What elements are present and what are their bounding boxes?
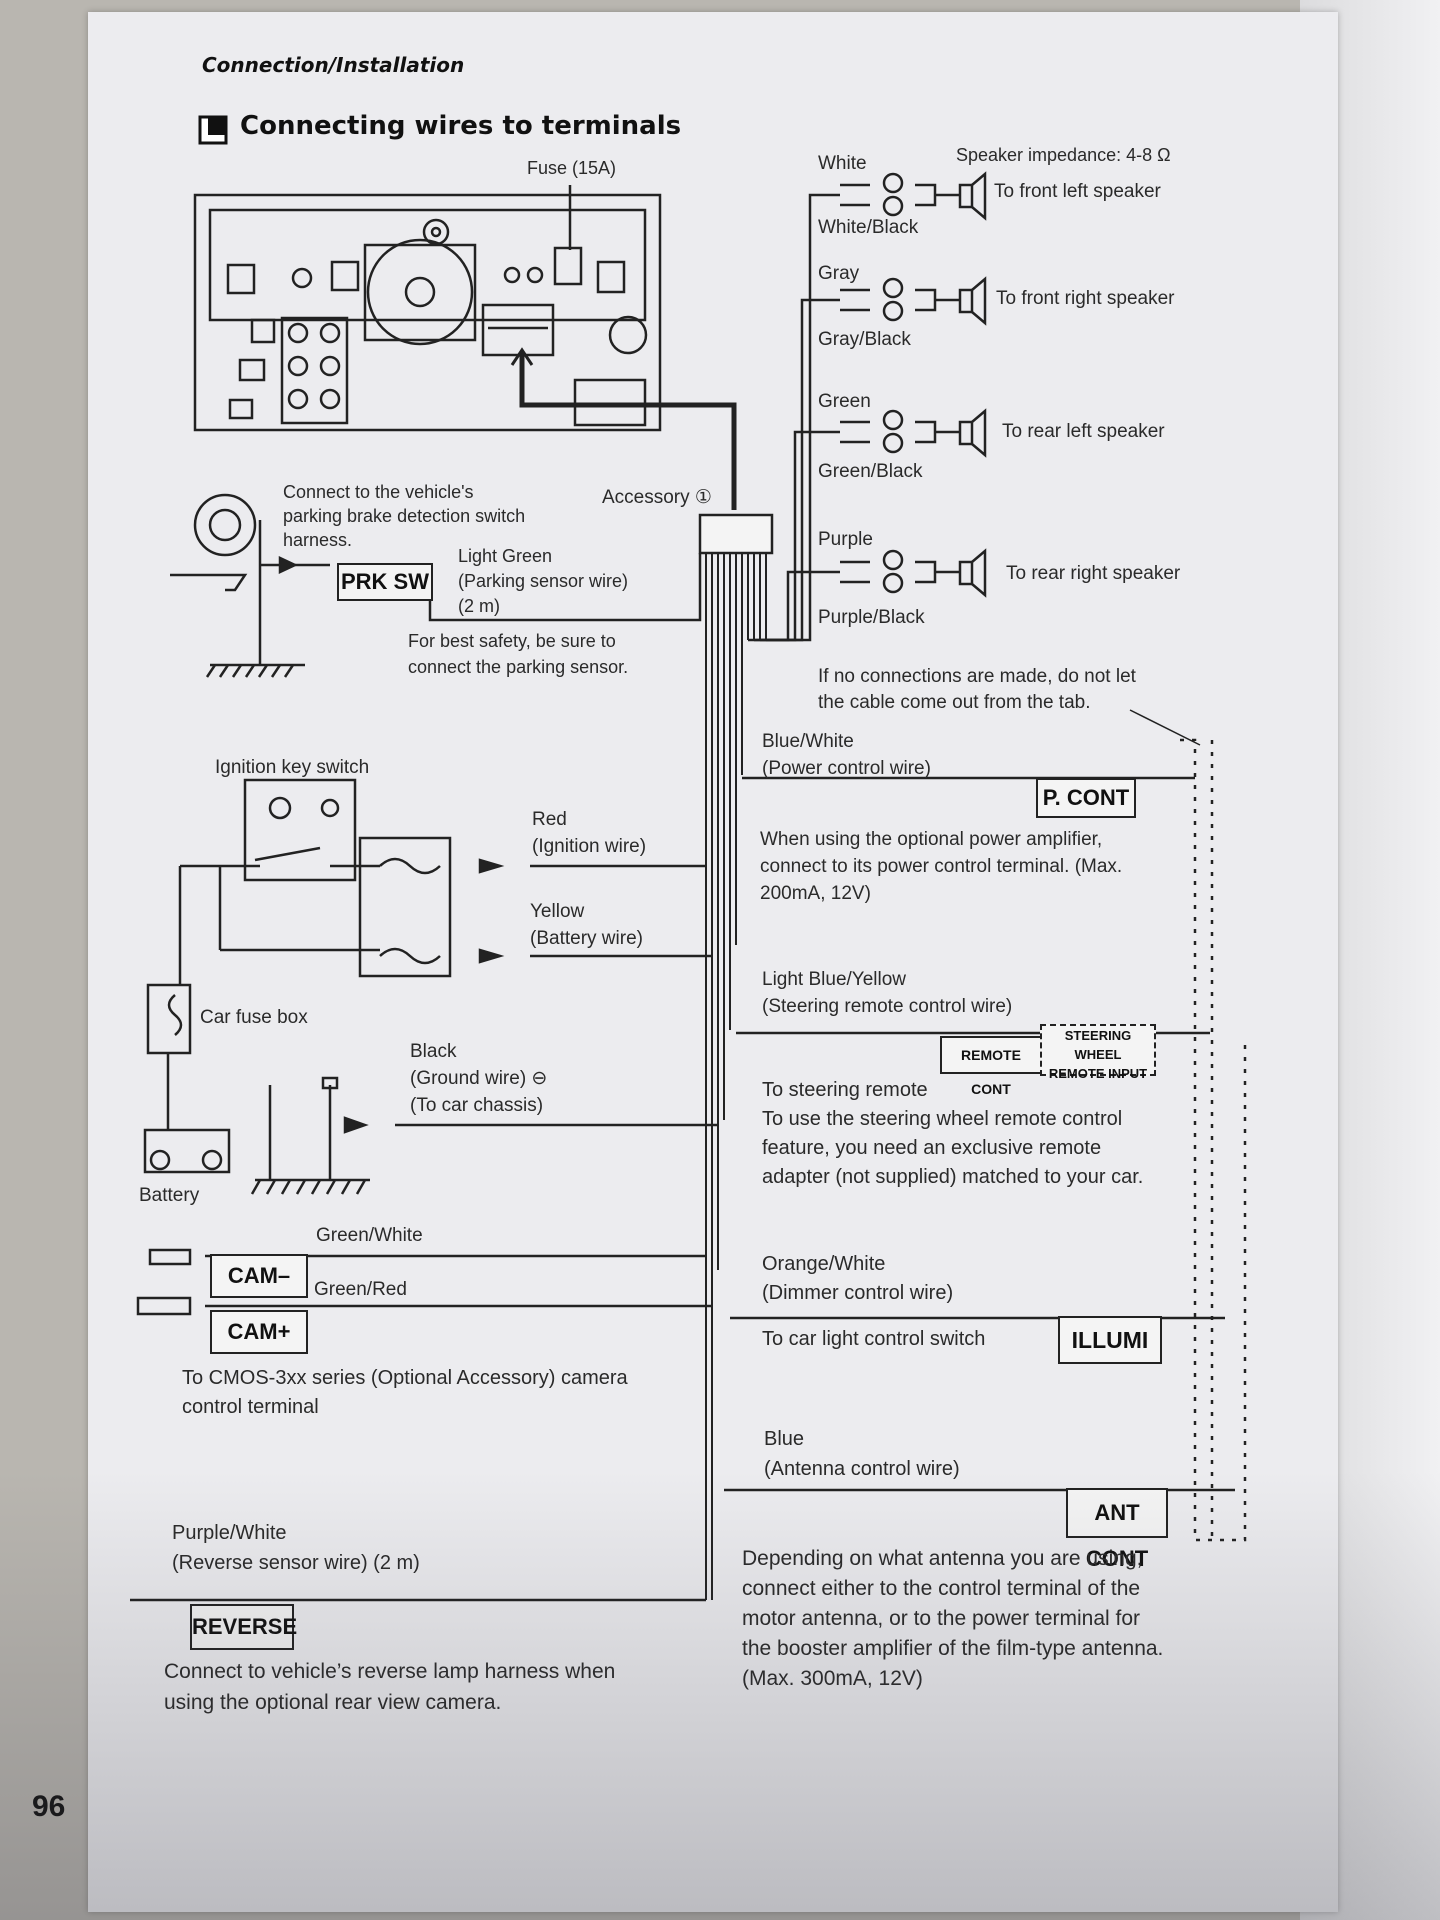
- orange-white-wire: Orange/White (Dimmer control wire): [762, 1253, 954, 1304]
- p-cont-note: When using the optional power amplifier,…: [760, 829, 1123, 904]
- ignition-key-label: Ignition key switch: [215, 757, 370, 778]
- reverse-box: REVERSE: [190, 1604, 297, 1650]
- car-fuse-box-label: Car fuse box: [200, 1007, 308, 1028]
- wire-purple-black: Purple/Black: [818, 607, 925, 628]
- speaker-rear-left: [840, 408, 987, 458]
- speaker-rear-right: [840, 548, 987, 598]
- wire-gray-black: Gray/Black: [818, 329, 911, 350]
- accessory-label: Accessory ①: [602, 487, 712, 508]
- wire-white-black: White/Black: [818, 217, 919, 238]
- speaker-front-left: [840, 171, 987, 221]
- parking-safety-note: For best safety, be sure to connect the …: [408, 631, 629, 677]
- parking-brake-switch: [170, 493, 330, 678]
- battery-label: Battery: [139, 1185, 200, 1206]
- harness-trunk: [705, 553, 767, 1600]
- page-number: 96: [32, 1790, 66, 1823]
- section-header: Connection/Installation: [202, 53, 465, 77]
- dest-rear-right: To rear right speaker: [1006, 563, 1181, 584]
- wire-green: Green: [818, 391, 871, 412]
- p-cont-box: P. CONT: [1036, 778, 1136, 818]
- blue-antenna-wire: Blue (Antenna control wire): [764, 1428, 960, 1480]
- illumi-box: ILLUMI: [1058, 1316, 1162, 1364]
- antenna-note: Depending on what antenna you are using,…: [742, 1547, 1164, 1690]
- parking-switch-note: Connect to the vehicle's parking brake d…: [283, 482, 526, 550]
- blue-white-wire: Blue/White (Power control wire): [762, 731, 931, 779]
- speaker-impedance: Speaker impedance: 4-8 Ω: [956, 145, 1171, 165]
- tab-note: If no connections are made, do not let t…: [818, 666, 1136, 713]
- speaker-front-right: [840, 276, 987, 326]
- cam-plus-box: CAM+: [210, 1310, 308, 1354]
- wire-green-black: Green/Black: [818, 461, 923, 482]
- page-title: Connecting wires to terminals: [240, 111, 682, 141]
- purple-white-wire: Purple/White (Reverse sensor wire) (2 m): [172, 1522, 420, 1574]
- wire-white: White: [818, 153, 867, 174]
- remote-cont-box: REMOTE CONT: [940, 1036, 1042, 1097]
- reverse-note: Connect to vehicle’s reverse lamp harnes…: [164, 1660, 616, 1714]
- steering-wire: Light Blue/Yellow (Steering remote contr…: [762, 969, 1013, 1017]
- green-white-wire: Green/White: [316, 1225, 423, 1246]
- section-square-icon: [198, 115, 228, 145]
- steering-note: To steering remote To use the steering w…: [762, 1079, 1144, 1188]
- main-harness-lead: [519, 352, 737, 510]
- dest-rear-left: To rear left speaker: [1002, 421, 1165, 442]
- camera-note: To CMOS-3xx series (Optional Accessory) …: [182, 1367, 628, 1418]
- cam-minus-box: CAM–: [210, 1254, 308, 1298]
- head-unit-rear-view: [193, 193, 662, 432]
- parking-sensor-wire: Light Green (Parking sensor wire) (2 m): [458, 546, 629, 616]
- wire-gray: Gray: [818, 263, 860, 284]
- wire-purple: Purple: [818, 529, 873, 550]
- green-red-wire: Green/Red: [314, 1279, 407, 1300]
- black-ground-wire: Black (Ground wire) ⊖ (To car chassis): [410, 1041, 548, 1116]
- yellow-battery-wire: Yellow (Battery wire): [530, 901, 643, 949]
- red-ignition-wire: Red (Ignition wire): [532, 809, 647, 857]
- dest-front-right: To front right speaker: [996, 288, 1175, 309]
- dest-front-left: To front left speaker: [994, 181, 1161, 202]
- ignition-circuit: [143, 778, 505, 1174]
- chassis-ground: [250, 1076, 370, 1195]
- ant-cont-box: ANT CONT: [1066, 1488, 1168, 1571]
- illumi-note: To car light control switch: [762, 1328, 986, 1350]
- prk-sw-box: PRK SW: [337, 563, 433, 601]
- fuse-label: Fuse (15A): [527, 158, 617, 178]
- accessory-connector: [698, 513, 774, 555]
- steering-wheel-remote-input-box: STEERING WHEEL REMOTE INPUT: [1040, 1024, 1156, 1081]
